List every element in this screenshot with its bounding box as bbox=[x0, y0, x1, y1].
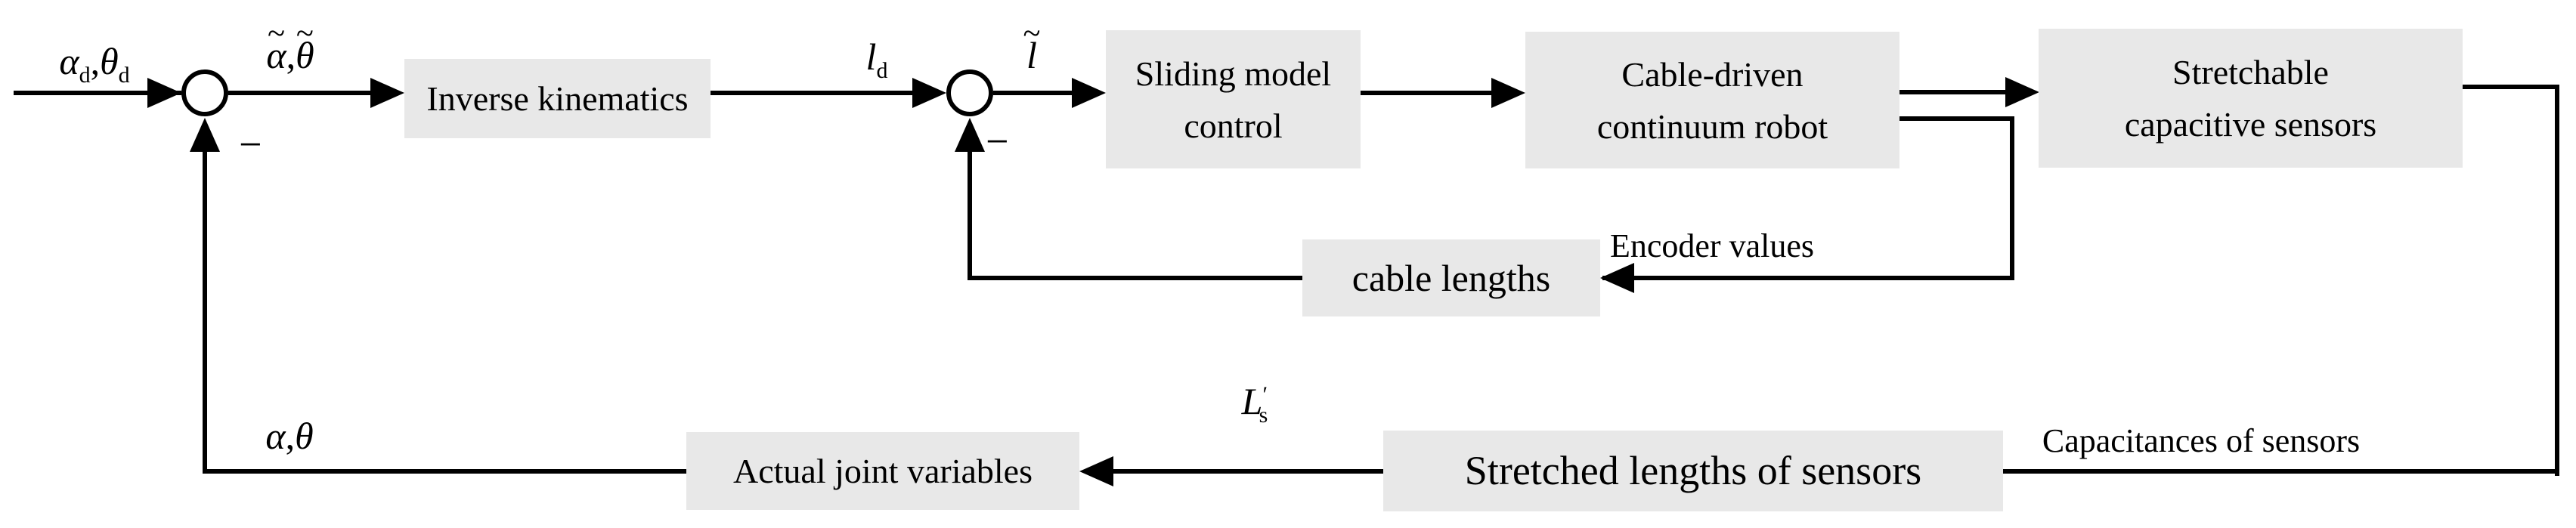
line-cablelengths-feedback bbox=[968, 276, 1302, 280]
minus-sign-2: − bbox=[986, 119, 1009, 164]
summing-junction-2 bbox=[946, 69, 993, 116]
arrowhead-input-icon bbox=[147, 78, 181, 108]
line-sensors-drop bbox=[2555, 85, 2559, 476]
block-sliding-model-control-label: Sliding model control bbox=[1135, 54, 1332, 145]
block-stretchable-sensors-label: Stretchable capacitive sensors bbox=[2124, 53, 2377, 144]
line-encoder-drop bbox=[2010, 116, 2014, 280]
block-cable-lengths-label: cable lengths bbox=[1351, 256, 1551, 299]
label-cable-length-error: l~ bbox=[1023, 16, 1041, 76]
line-actual-feedback bbox=[203, 469, 686, 474]
arrowhead-feedback-to-sum1-icon bbox=[190, 118, 220, 152]
minus-sign-1: − bbox=[239, 122, 262, 167]
block-cable-lengths: cable lengths bbox=[1302, 239, 1600, 316]
line-feedback-to-sum1 bbox=[203, 148, 207, 474]
block-stretched-lengths: Stretched lengths of sensors bbox=[1383, 431, 2003, 511]
block-sliding-model-control: Sliding model control bbox=[1106, 30, 1361, 168]
block-actual-joint-variables-label: Actual joint variables bbox=[733, 452, 1033, 490]
label-encoder-values: Encoder values bbox=[1610, 227, 1814, 264]
line-sum2-to-smc bbox=[993, 91, 1073, 95]
line-capacitances bbox=[2003, 469, 2559, 474]
label-stretched-sensor-lengths: L′s bbox=[1241, 380, 1268, 428]
block-actual-joint-variables: Actual joint variables bbox=[686, 432, 1079, 510]
line-sum1-to-ik bbox=[228, 91, 378, 95]
line-input bbox=[14, 91, 181, 95]
line-smc-to-robot bbox=[1361, 91, 1493, 95]
line-sensors-out bbox=[2463, 85, 2559, 89]
label-actual-joint-variables-signal: α, θ bbox=[265, 415, 314, 457]
arrowhead-feedback-to-sum2-icon bbox=[955, 118, 985, 152]
line-encoder-to-cablelengths bbox=[1602, 276, 2014, 280]
arrowhead-ik-to-sum2-icon bbox=[912, 78, 946, 108]
label-joint-error: α~, θ~ bbox=[266, 16, 314, 76]
line-stretched-to-actual bbox=[1113, 469, 1383, 474]
block-inverse-kinematics: Inverse kinematics bbox=[404, 59, 711, 138]
arrowhead-robot-to-sensors-icon bbox=[2005, 77, 2039, 107]
arrowhead-stretched-to-actual-icon bbox=[1079, 456, 1113, 486]
label-desired-joint-variables: αd, θd bbox=[59, 40, 130, 88]
block-stretched-lengths-label: Stretched lengths of sensors bbox=[1464, 448, 1922, 493]
arrowhead-encoder-to-cablelengths-icon bbox=[1600, 263, 1634, 293]
arrowhead-smc-to-robot-icon bbox=[1491, 78, 1525, 108]
line-robot-to-sensors bbox=[1899, 90, 2007, 94]
summing-junction-1 bbox=[181, 69, 228, 116]
label-capacitances: Capacitances of sensors bbox=[2042, 422, 2361, 459]
line-robot-encoder-out bbox=[1899, 116, 2014, 121]
block-cable-driven-robot-label: Cable-driven continuum robot bbox=[1596, 54, 1828, 146]
block-cable-driven-robot: Cable-driven continuum robot bbox=[1525, 32, 1899, 168]
line-ik-to-sum2 bbox=[711, 91, 918, 95]
label-desired-cable-lengths: ld bbox=[865, 36, 888, 83]
arrowhead-sum1-to-ik-icon bbox=[370, 78, 404, 108]
arrowhead-sum2-to-smc-icon bbox=[1072, 78, 1106, 108]
line-feedback-to-sum2 bbox=[968, 148, 972, 280]
block-inverse-kinematics-label: Inverse kinematics bbox=[426, 79, 689, 118]
block-stretchable-sensors: Stretchable capacitive sensors bbox=[2039, 29, 2463, 168]
